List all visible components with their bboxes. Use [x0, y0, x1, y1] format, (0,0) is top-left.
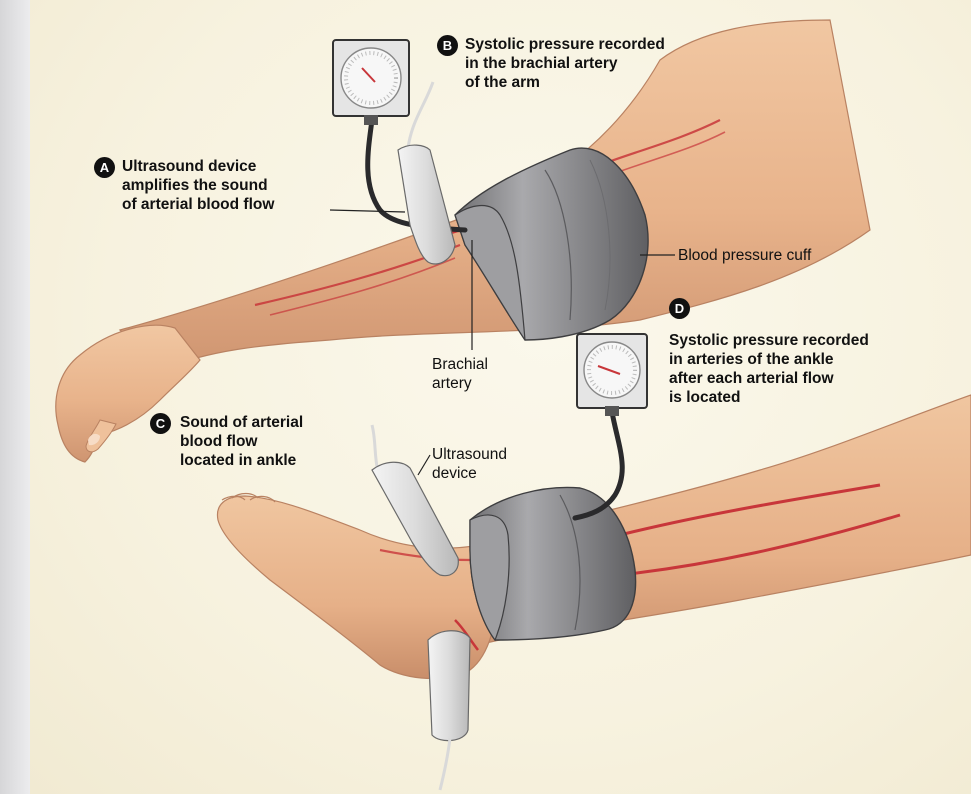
label-a-line-3: of arterial blood flow	[122, 195, 274, 214]
label-c: Sound of arterial blood flow located in …	[180, 413, 303, 470]
label-d-line-1: Systolic pressure recorded	[669, 331, 869, 350]
arm-gauge-stem	[364, 115, 378, 125]
ankle-blood-pressure-cuff	[470, 487, 636, 640]
label-d-line-4: is located	[669, 388, 869, 407]
leader-a	[330, 210, 405, 212]
label-ultrasound-device: Ultrasound device	[432, 445, 507, 483]
marker-c-badge: C	[150, 413, 171, 434]
label-c-line-3: located in ankle	[180, 451, 303, 470]
marker-a-badge: A	[94, 157, 115, 178]
hand-skin	[56, 325, 200, 462]
label-cuff-line-1: Blood pressure cuff	[678, 246, 811, 265]
label-a-line-1: Ultrasound device	[122, 157, 274, 176]
label-ultrasound-line-2: device	[432, 464, 507, 483]
label-brachial-line-1: Brachial	[432, 355, 488, 374]
ankle-probe-cable	[372, 425, 378, 472]
label-c-line-1: Sound of arterial	[180, 413, 303, 432]
label-brachial-line-2: artery	[432, 374, 488, 393]
label-blood-pressure-cuff: Blood pressure cuff	[678, 246, 811, 265]
label-b-line-1: Systolic pressure recorded	[465, 35, 665, 54]
label-c-line-2: blood flow	[180, 432, 303, 451]
leader-ultrasound	[418, 455, 430, 475]
arm-probe-cable	[408, 82, 433, 148]
label-b-line-3: of the arm	[465, 73, 665, 92]
arm-pressure-gauge-assembly	[333, 40, 465, 230]
label-b-line-2: in the brachial artery	[465, 54, 665, 73]
label-ultrasound-line-1: Ultrasound	[432, 445, 507, 464]
ankle-gauge-stem	[605, 406, 619, 416]
foot-probe-body	[428, 631, 470, 741]
label-d-line-2: in arteries of the ankle	[669, 350, 869, 369]
marker-d-badge: D	[669, 298, 690, 319]
label-d: Systolic pressure recorded in arteries o…	[669, 331, 869, 407]
foot-probe-cable	[440, 738, 450, 790]
foot-ultrasound-probe	[428, 631, 470, 790]
label-d-line-3: after each arterial flow	[669, 369, 869, 388]
label-brachial-artery: Brachial artery	[432, 355, 488, 393]
ankle-gauge-dial	[584, 342, 640, 398]
label-a: Ultrasound device amplifies the sound of…	[122, 157, 274, 214]
label-a-line-2: amplifies the sound	[122, 176, 274, 195]
marker-b-badge: B	[437, 35, 458, 56]
label-b: Systolic pressure recorded in the brachi…	[465, 35, 665, 92]
